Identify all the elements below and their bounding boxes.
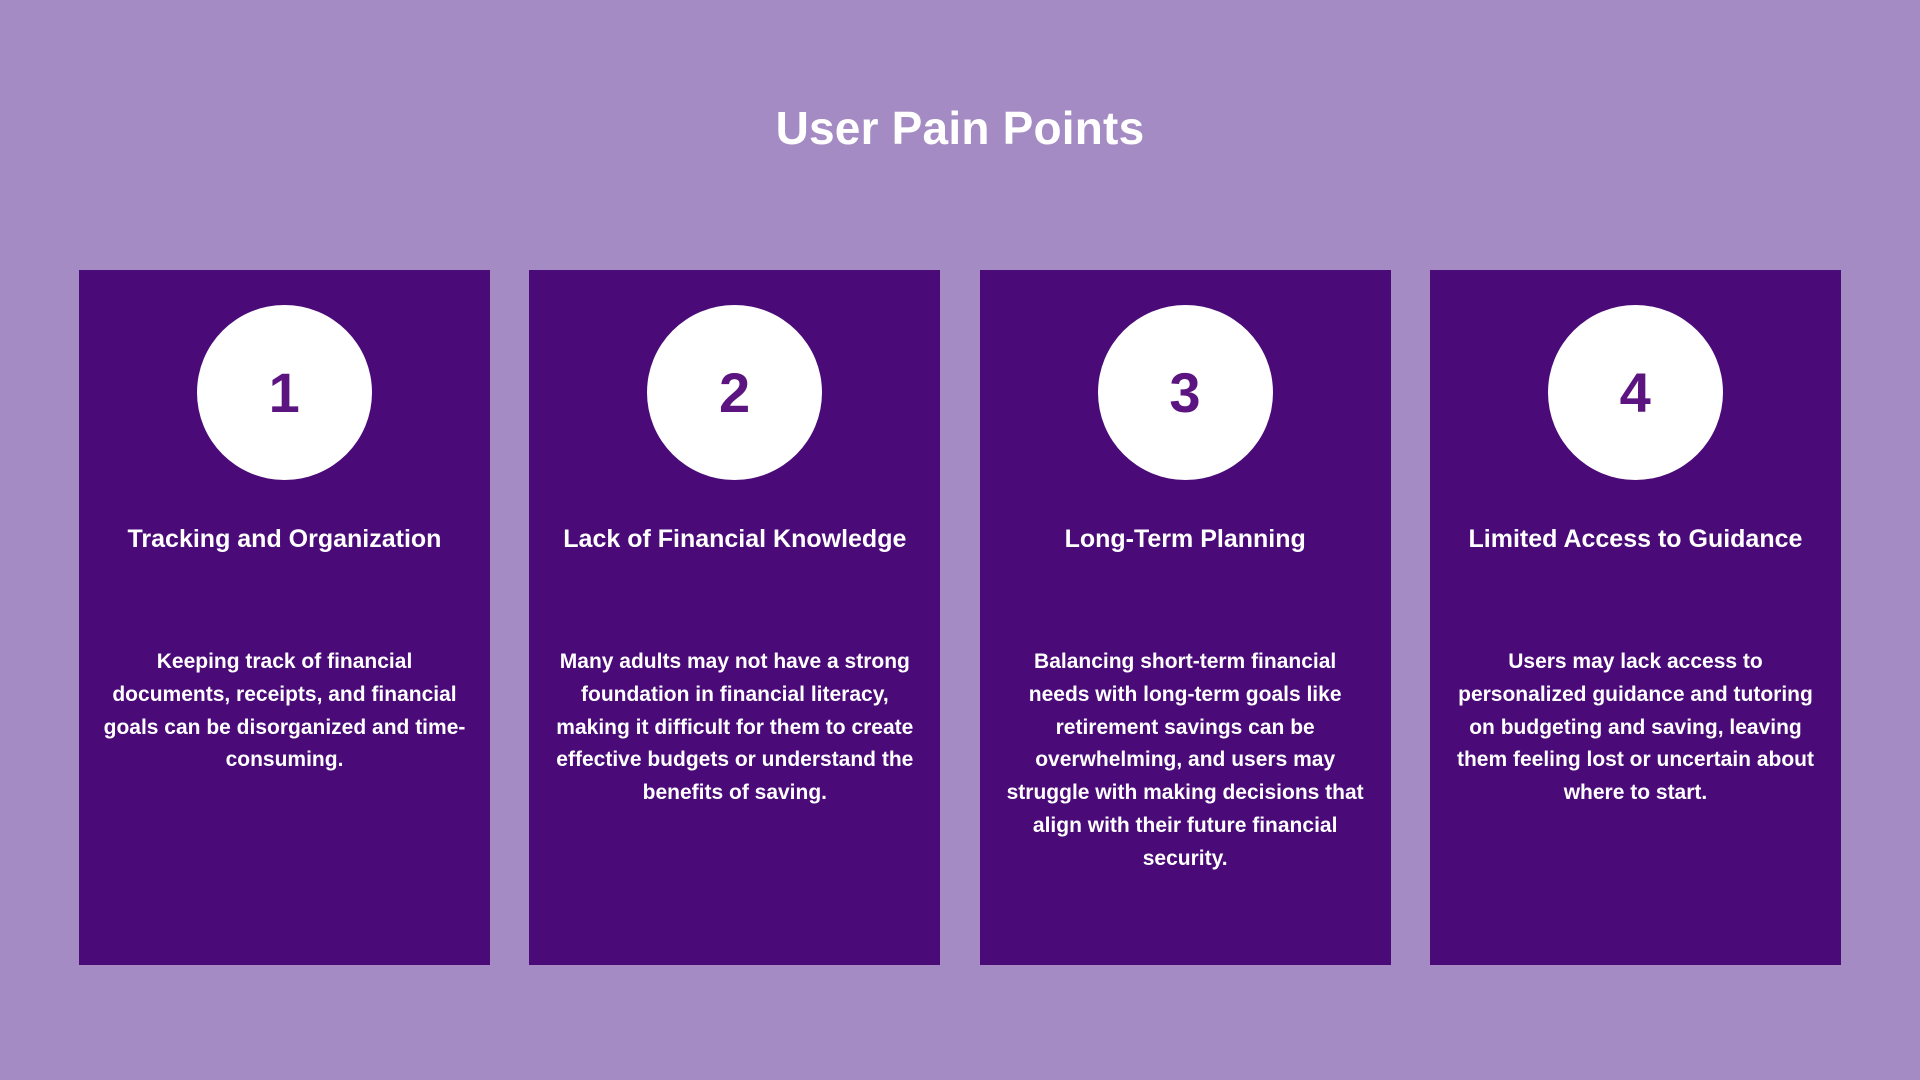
heading-slot-3: Long-Term Planning: [1002, 522, 1369, 594]
pain-point-card-4[interactable]: 4 Limited Access to Guidance Users may l…: [1429, 270, 1841, 965]
badge-number-3: 3: [1169, 360, 1201, 424]
card-heading-1: Tracking and Organization: [127, 525, 442, 553]
pain-point-card-1[interactable]: 1 Tracking and Organization Keeping trac…: [79, 270, 490, 965]
pain-point-card-row: 1 Tracking and Organization Keeping trac…: [79, 270, 1841, 965]
card-heading-3: Long-Term Planning: [1064, 525, 1306, 553]
badge-number-4: 4: [1619, 360, 1652, 424]
page-title: User Pain Points: [775, 102, 1145, 154]
card-body-1: Keeping track of financial documents, re…: [103, 650, 466, 772]
number-badge-1: 1: [197, 305, 372, 480]
card-heading-2: Lack of Financial Knowledge: [563, 525, 907, 553]
pain-point-card-3[interactable]: 3 Long-Term Planning Balancing short-ter…: [979, 270, 1391, 965]
pain-point-card-2[interactable]: 2 Lack of Financial Knowledge Many adult…: [529, 270, 941, 965]
heading-slot-2: Lack of Financial Knowledge: [551, 522, 918, 594]
number-badge-3: 3: [1097, 305, 1273, 480]
number-badge-2: 2: [647, 305, 823, 480]
badge-number-2: 2: [719, 360, 751, 424]
heading-slot-1: Tracking and Organization: [101, 522, 468, 594]
card-body-2: Many adults may not have a strong founda…: [556, 650, 914, 804]
badge-number-1: 1: [268, 360, 301, 424]
number-badge-4: 4: [1547, 305, 1723, 480]
heading-slot-4: Limited Access to Guidance: [1452, 522, 1819, 594]
card-heading-4: Limited Access to Guidance: [1468, 525, 1803, 553]
card-body-4: Users may lack access to personalized gu…: [1456, 650, 1814, 804]
card-body-3: Balancing short-term financial needs wit…: [1006, 650, 1364, 870]
